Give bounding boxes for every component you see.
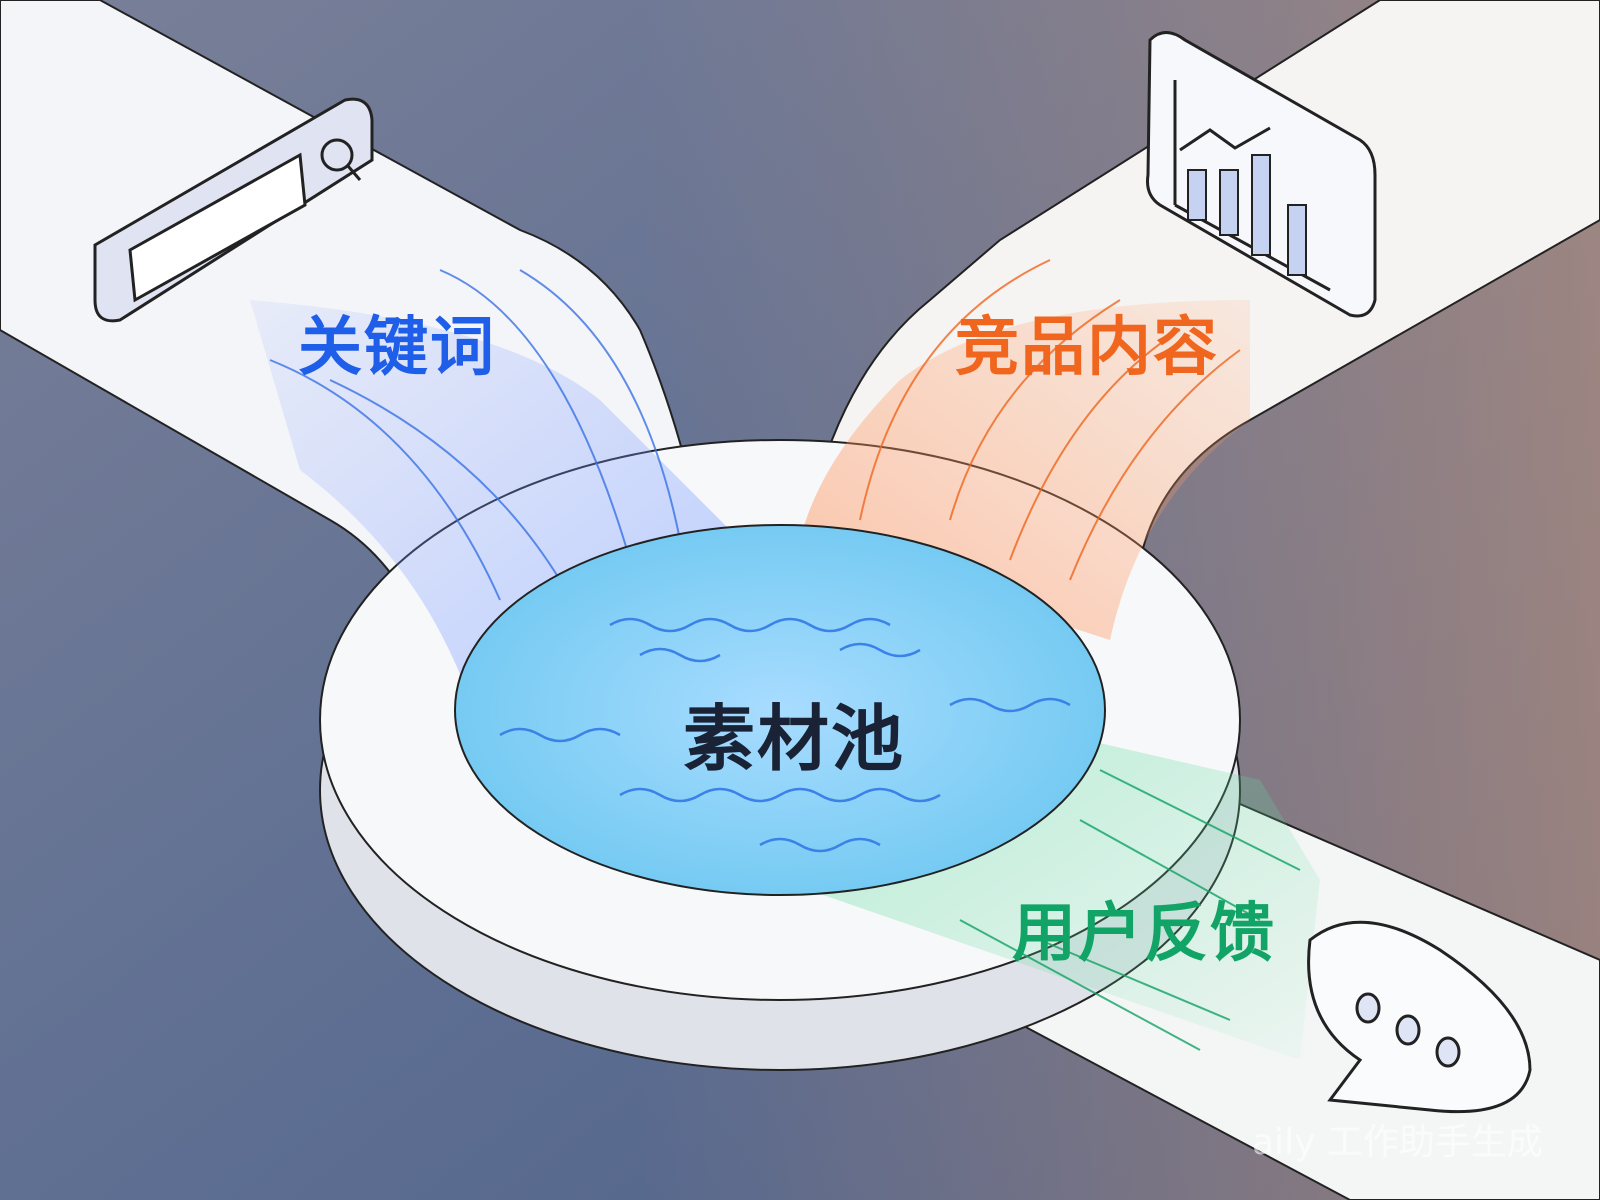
user-feedback-label: 用户反馈 (1012, 897, 1276, 971)
wave-lines (499, 617, 1071, 853)
bar-chart-icon (1146, 31, 1377, 318)
search-bar-icon (93, 97, 374, 323)
competitor-content-label: 竞品内容 (955, 311, 1219, 385)
watermark: aily 工作助手生成 (1252, 1122, 1543, 1163)
pool-water (454, 524, 1106, 896)
chat-bubble-icon (1307, 920, 1532, 1114)
material-pool-label: 素材池 (683, 697, 906, 781)
keywords-label: 关键词 (298, 311, 496, 385)
